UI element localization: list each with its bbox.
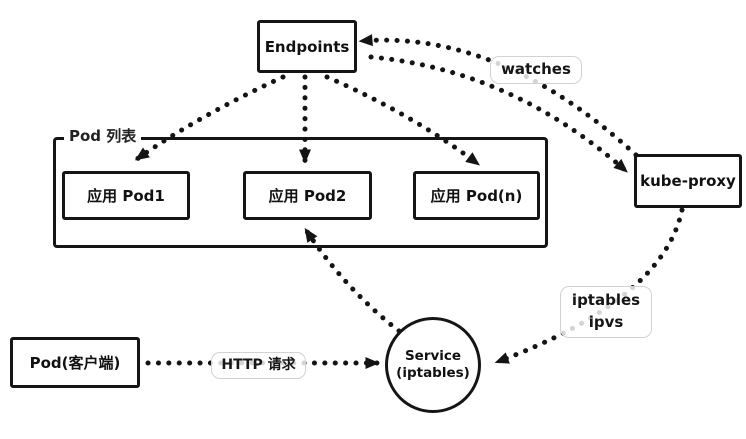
pod-list-label: Pod 列表 bbox=[64, 126, 142, 147]
service-label-line1: Service bbox=[404, 348, 462, 365]
kube-proxy-label: kube-proxy bbox=[640, 172, 736, 190]
node-client-pod: Pod(客户端) bbox=[10, 337, 140, 388]
watches-text: watches bbox=[501, 60, 571, 79]
client-pod-label: Pod(客户端) bbox=[29, 354, 121, 372]
app-pod2-label: 应用 Pod2 bbox=[268, 187, 347, 205]
node-app-pod2: 应用 Pod2 bbox=[243, 171, 372, 220]
node-endpoints: Endpoints bbox=[257, 20, 357, 73]
iptables-text: iptables bbox=[571, 291, 641, 310]
ipvs-text: ipvs bbox=[588, 313, 624, 331]
service-label-line2: (iptables) bbox=[396, 365, 470, 381]
node-app-pod1: 应用 Pod1 bbox=[62, 171, 190, 220]
edge-label-iptables-ipvs: iptables ipvs bbox=[560, 286, 652, 338]
edge-label-watches: watches bbox=[490, 56, 582, 84]
node-app-podn: 应用 Pod(n) bbox=[413, 171, 540, 220]
edge-label-http-request: HTTP 请求 bbox=[211, 352, 306, 379]
app-podn-label: 应用 Pod(n) bbox=[430, 187, 523, 205]
node-kube-proxy: kube-proxy bbox=[634, 154, 742, 208]
http-request-text: HTTP 请求 bbox=[221, 357, 296, 374]
node-service: Service (iptables) bbox=[385, 317, 481, 413]
app-pod1-label: 应用 Pod1 bbox=[87, 187, 165, 205]
endpoints-label: Endpoints bbox=[264, 37, 350, 56]
